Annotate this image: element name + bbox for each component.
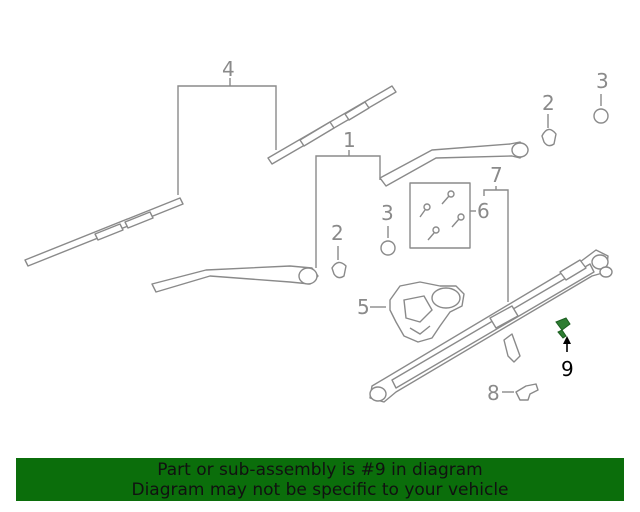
wiper-linkage-assembly[interactable] (369, 249, 613, 403)
callout-5: 5 (357, 295, 370, 319)
nut-cap-lower[interactable] (331, 261, 347, 279)
leader-lines-7 (483, 186, 509, 302)
callout-4: 4 (222, 57, 235, 81)
clip-part-8[interactable] (515, 383, 539, 401)
banner-line-1: Part or sub-assembly is #9 in diagram (157, 460, 483, 480)
leader-lines-1 (315, 150, 381, 268)
leader-arrow-9 (563, 336, 571, 352)
nut-cap-upper[interactable] (541, 128, 557, 147)
callout-3-lower: 3 (381, 201, 394, 225)
washer-upper[interactable] (593, 108, 609, 124)
wiper-motor[interactable] (389, 281, 465, 343)
info-banner: Part or sub-assembly is #9 in diagram Di… (16, 458, 624, 501)
wiper-blade-lower[interactable] (24, 197, 184, 267)
wiper-arm-upper[interactable] (379, 141, 529, 187)
leader-lines-4 (177, 78, 277, 195)
callout-9: 9 (561, 357, 574, 381)
callout-2-upper: 2 (542, 91, 555, 115)
banner-line-2: Diagram may not be specific to your vehi… (131, 480, 509, 500)
callout-2-lower: 2 (331, 221, 344, 245)
callout-7: 7 (490, 163, 503, 187)
wiper-arm-lower[interactable] (151, 265, 319, 293)
parts-diagram: 4 1 2 3 2 3 7 (24, 57, 613, 405)
bolt-part-9[interactable] (555, 317, 571, 339)
callout-8: 8 (487, 381, 500, 405)
washer-lower[interactable] (380, 240, 396, 256)
callout-3-upper: 3 (596, 69, 609, 93)
callout-6: 6 (477, 199, 490, 223)
fastener-kit[interactable] (409, 182, 471, 249)
callout-1: 1 (343, 128, 356, 152)
wiper-blade-upper[interactable] (267, 85, 397, 165)
